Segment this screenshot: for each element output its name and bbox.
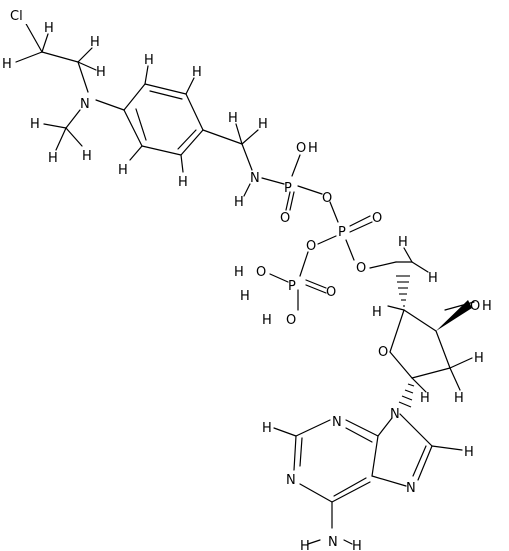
atom-h: H xyxy=(474,351,484,366)
atom-h: H xyxy=(398,235,408,250)
atom-h: H xyxy=(2,57,12,72)
atom-n3: N xyxy=(332,415,342,430)
atom-n1: N xyxy=(286,473,296,488)
atom-h: H xyxy=(420,391,430,406)
atom-o-p3-oh2: O xyxy=(286,313,296,328)
atom-h-nh2: H xyxy=(300,539,310,551)
atom-o-p3-db: O xyxy=(326,285,336,300)
atom-h: H xyxy=(144,53,154,68)
atom-h: H xyxy=(228,111,238,126)
atom-labels: Cl H H H H N H H H H H H H H H N H P O H… xyxy=(2,6,492,551)
stereo-bonds xyxy=(396,275,472,408)
atom-o-3oh: O xyxy=(470,299,480,314)
atom-h: H xyxy=(258,117,268,132)
atom-o-p2-db: O xyxy=(372,211,382,226)
atom-o-bridge1: O xyxy=(322,191,332,206)
atom-h: H xyxy=(454,391,464,406)
atom-p3: P xyxy=(288,279,296,294)
atom-o-ring: O xyxy=(378,345,388,360)
atom-p1: P xyxy=(284,181,292,196)
atom-o-bridge2: O xyxy=(306,239,316,254)
atom-p2: P xyxy=(338,225,346,240)
atom-h-c8: H xyxy=(464,445,474,460)
atom-n-amide: N xyxy=(250,171,260,186)
atom-n-nh2: N xyxy=(328,535,338,550)
atom-h: H xyxy=(48,151,58,166)
atom-n-amine: N xyxy=(80,97,90,112)
atom-h: H xyxy=(118,163,128,178)
atom-h-nh2: H xyxy=(352,539,362,551)
atom-h: H xyxy=(30,117,40,132)
atom-h-p3-oh2: H xyxy=(262,313,272,328)
atom-n9: N xyxy=(390,407,400,422)
atom-h-c2: H xyxy=(262,421,272,436)
atom-h-amide: H xyxy=(234,195,244,210)
atom-h: H xyxy=(192,65,202,80)
atom-o-p1-db: O xyxy=(280,211,290,226)
atom-cl: Cl xyxy=(10,9,23,24)
atom-h-p1-oh: H xyxy=(308,141,318,156)
atom-h: H xyxy=(44,21,54,36)
atom-h: H xyxy=(372,305,382,320)
atom-h: H xyxy=(96,65,106,80)
bonds xyxy=(15,21,475,545)
atom-n7: N xyxy=(406,481,416,496)
atom-h-p3-oh2: H xyxy=(240,289,250,304)
atom-h-p3-oh1: H xyxy=(234,265,244,280)
atom-o-p1-oh: O xyxy=(296,141,306,156)
atom-h: H xyxy=(82,149,92,164)
atom-h: H xyxy=(90,35,100,50)
atom-h: H xyxy=(428,271,438,286)
atom-h: H xyxy=(178,175,188,190)
atom-o-p2-c5: O xyxy=(356,261,366,276)
atom-h-3oh: H xyxy=(482,299,492,314)
atom-o-p3-oh1: O xyxy=(256,265,266,280)
